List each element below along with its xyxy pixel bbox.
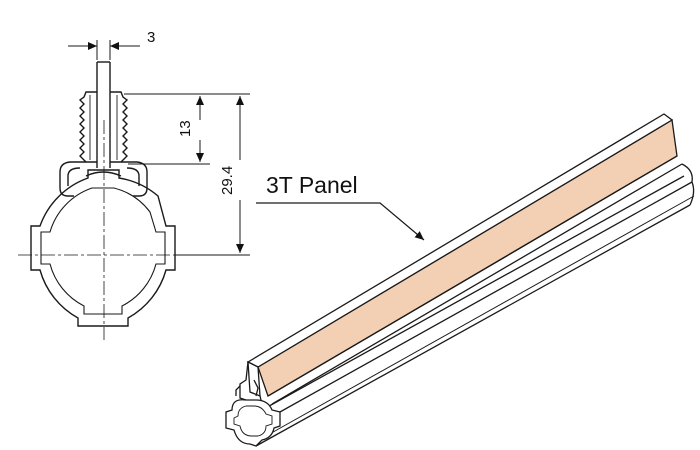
panel-stub (96, 61, 111, 168)
panel-end (247, 360, 261, 397)
clip-arms (59, 161, 148, 197)
cross-section (18, 61, 190, 340)
tube-outer (30, 169, 176, 327)
tube-inner (40, 187, 166, 315)
dimension-width (68, 40, 140, 60)
isometric-bar (225, 113, 695, 447)
bar-end-profile (225, 361, 281, 447)
panel-face (257, 118, 678, 397)
dimension-width-label: 3 (147, 29, 155, 46)
callout-leader (256, 202, 425, 241)
dimension-overall-height-label: 29.4 (219, 166, 236, 195)
dimension-slot-depth-label: 13 (177, 120, 194, 137)
panel-top-edge (246, 113, 674, 368)
center-lines (18, 120, 190, 340)
callout-label: 3T Panel (266, 172, 358, 198)
dimension-slot-depth (124, 93, 210, 165)
slot-ribs (78, 91, 129, 163)
dimension-overall-height (175, 93, 250, 256)
